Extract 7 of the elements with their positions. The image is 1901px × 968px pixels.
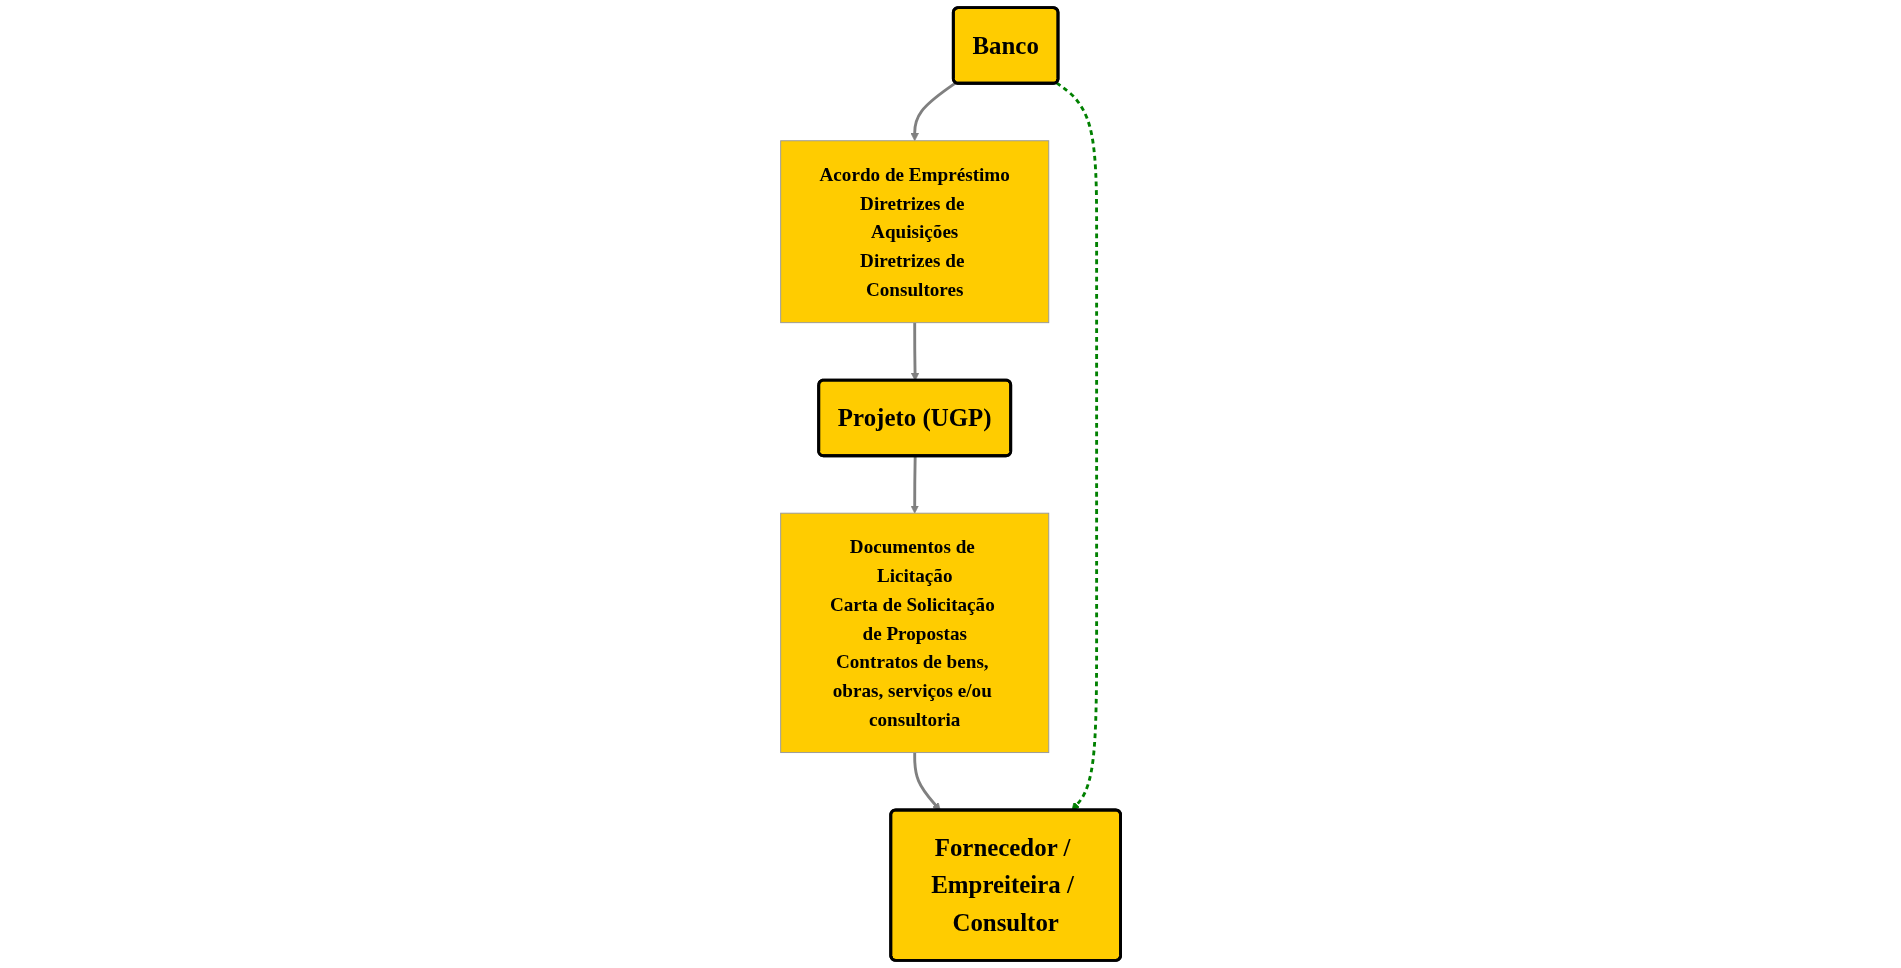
node-box: Documentos de Licitação Carta de Solicitação de Propostas Contratos de bens, obras, serviços e/ou consultoria: [780, 512, 1050, 754]
arrow: [910, 456, 919, 514]
arrow: [910, 322, 920, 381]
node-box: Acordo de Empréstimo Diretrizes de Aquisições Diretrizes de Consultores: [780, 140, 1050, 324]
arrow: [913, 752, 941, 811]
arrow: [1055, 81, 1098, 811]
arrow: [910, 81, 957, 142]
